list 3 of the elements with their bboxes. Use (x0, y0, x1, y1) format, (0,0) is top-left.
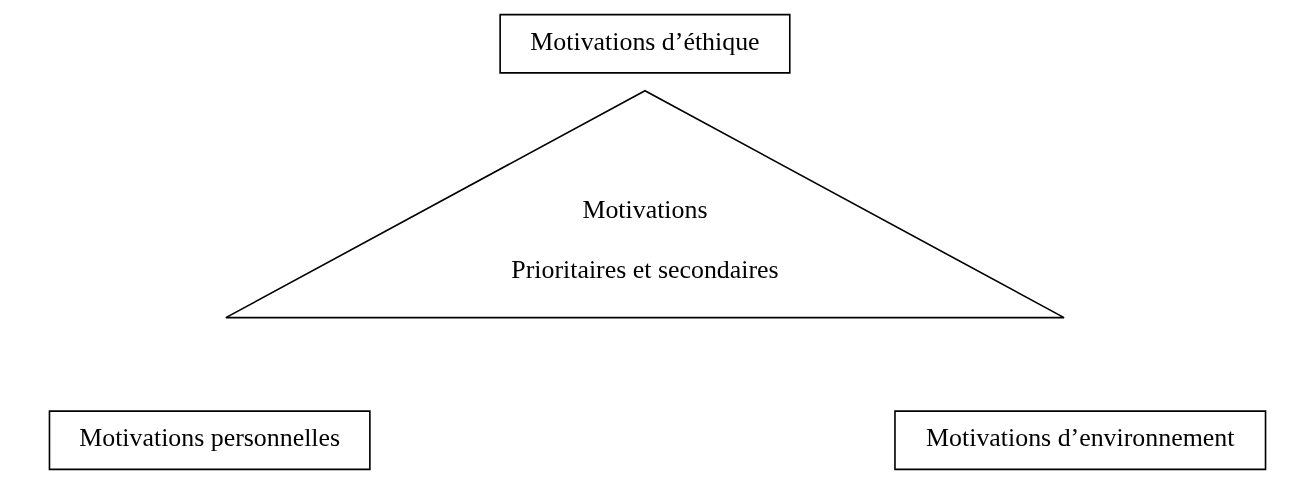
node-box: Motivations d’environnement (893, 410, 1266, 471)
node-box: Motivations d’éthique (498, 13, 791, 74)
node-box: Motivations personnelles (48, 410, 371, 471)
